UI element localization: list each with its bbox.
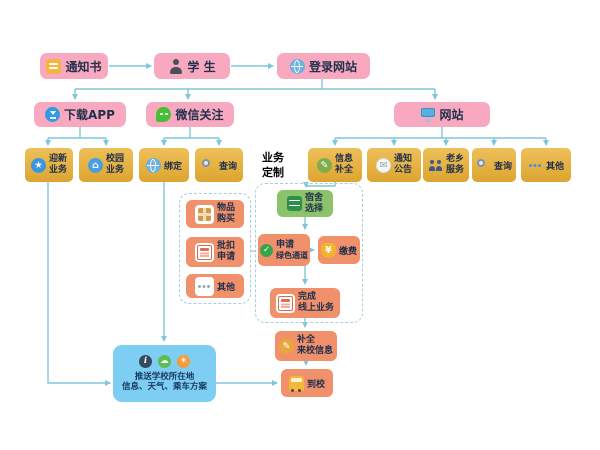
node-label: 迎新 业务 bbox=[48, 154, 67, 175]
pencil-icon: ✎ bbox=[278, 338, 294, 354]
star-icon: ★ bbox=[30, 157, 46, 173]
money-bag-icon: ¥ bbox=[320, 242, 336, 258]
node-pay-fees: ¥ 缴费 bbox=[318, 236, 360, 264]
node-query-wechat: 查询 bbox=[195, 148, 243, 182]
search-icon bbox=[201, 158, 216, 173]
package-icon bbox=[197, 207, 211, 221]
solid-connectors bbox=[45, 63, 549, 386]
node-label: 老乡 服务 bbox=[445, 154, 464, 175]
node-label: 查询 bbox=[218, 161, 237, 172]
icon-backplate bbox=[194, 204, 214, 224]
people-icon bbox=[428, 158, 443, 173]
node-label: 宿舍 选择 bbox=[304, 192, 323, 214]
node-label: 批扣 申请 bbox=[216, 241, 235, 262]
node-other-web: 其他 bbox=[521, 148, 571, 182]
node-push-local-info: i ☁ ☀ 推送学校所在地 信息、天气、乘车方案 bbox=[113, 345, 216, 402]
dots-icon bbox=[197, 279, 212, 294]
dots-icon bbox=[528, 158, 543, 173]
node-label: 物品 购买 bbox=[216, 203, 235, 224]
node-label: 查询 bbox=[493, 161, 512, 172]
node-notice-letter: 通知书 bbox=[40, 53, 108, 79]
business-examples-frame bbox=[179, 193, 251, 304]
sun-icon: ☀ bbox=[177, 354, 190, 368]
globe-icon bbox=[145, 157, 161, 173]
node-label: 缴费 bbox=[338, 246, 357, 257]
node-hometown-service: 老乡 服务 bbox=[423, 148, 469, 182]
node-campus-services: ⌂ 校园 业务 bbox=[79, 148, 133, 182]
bed-icon bbox=[286, 196, 302, 211]
node-label: 网站 bbox=[439, 108, 464, 122]
node-announcements: ✉ 通知 公告 bbox=[367, 148, 421, 182]
node-login-website: 登录网站 bbox=[277, 53, 370, 79]
node-download-app: 下载APP bbox=[34, 102, 126, 127]
node-label: 申请 绿色通道 bbox=[276, 239, 308, 260]
node-label: 完成 线上业务 bbox=[297, 292, 334, 313]
cards-icon bbox=[196, 244, 212, 260]
push-icon-row: i ☁ ☀ bbox=[139, 354, 190, 368]
node-batch-deduction: 批扣 申请 bbox=[186, 237, 244, 267]
document-icon bbox=[46, 58, 62, 74]
node-info-completion: ✎ 信息 补全 bbox=[308, 148, 362, 182]
node-label: 下载APP bbox=[64, 108, 115, 122]
node-label: 推送学校所在地 信息、天气、乘车方案 bbox=[121, 371, 207, 392]
weather-cloud-icon: ☁ bbox=[158, 354, 171, 368]
node-label: 到校 bbox=[306, 379, 325, 390]
student-icon bbox=[168, 58, 183, 74]
app-download-icon bbox=[45, 107, 61, 122]
globe-icon bbox=[289, 58, 305, 74]
node-label: 通知书 bbox=[65, 59, 102, 74]
node-label: 校园 业务 bbox=[105, 154, 124, 175]
node-website: 网站 bbox=[394, 102, 490, 127]
node-label: 其他 bbox=[545, 161, 564, 172]
icon-backplate bbox=[194, 242, 214, 262]
node-complete-arrival-info: ✎ 补全 来校信息 bbox=[275, 331, 337, 361]
bus-icon bbox=[288, 375, 304, 392]
mail-icon: ✉ bbox=[375, 157, 391, 173]
node-finish-online-business: 完成 线上业务 bbox=[270, 288, 340, 318]
node-welcome-services: ★ 迎新 业务 bbox=[25, 148, 73, 182]
node-label: 登录网站 bbox=[308, 59, 357, 74]
cards-icon bbox=[277, 295, 293, 311]
node-label: 绑定 bbox=[163, 161, 182, 172]
node-label: 信息 补全 bbox=[334, 154, 353, 175]
node-query-web: 查询 bbox=[472, 148, 516, 182]
monitor-icon bbox=[420, 107, 435, 122]
node-item-purchase: 物品 购买 bbox=[186, 200, 244, 228]
label-business-customization: 业务 定制 bbox=[262, 151, 284, 179]
online-process-frame bbox=[255, 183, 363, 323]
node-label: 微信关注 bbox=[175, 108, 224, 122]
node-label: 其他 bbox=[216, 282, 235, 293]
node-label: 补全 来校信息 bbox=[296, 335, 333, 356]
node-green-channel: ✓ 申请 绿色通道 bbox=[258, 234, 310, 266]
node-dorm-selection: 宿舍 选择 bbox=[277, 190, 333, 217]
icon-backplate bbox=[275, 293, 295, 313]
wechat-icon bbox=[156, 107, 172, 122]
node-wechat-follow: 微信关注 bbox=[146, 102, 234, 127]
node-bind: 绑定 bbox=[139, 148, 189, 182]
node-label: 通知 公告 bbox=[393, 154, 412, 175]
node-label: 学 生 bbox=[187, 59, 216, 74]
check-icon: ✓ bbox=[260, 243, 273, 257]
info-icon: i bbox=[139, 354, 152, 368]
node-other-business: 其他 bbox=[186, 274, 244, 298]
node-arrive-at-school: 到校 bbox=[281, 369, 333, 397]
icon-backplate bbox=[194, 276, 214, 296]
campus-icon: ⌂ bbox=[87, 157, 103, 173]
search-icon bbox=[476, 158, 491, 173]
node-student: 学 生 bbox=[154, 53, 230, 79]
pencil-icon: ✎ bbox=[316, 157, 332, 173]
